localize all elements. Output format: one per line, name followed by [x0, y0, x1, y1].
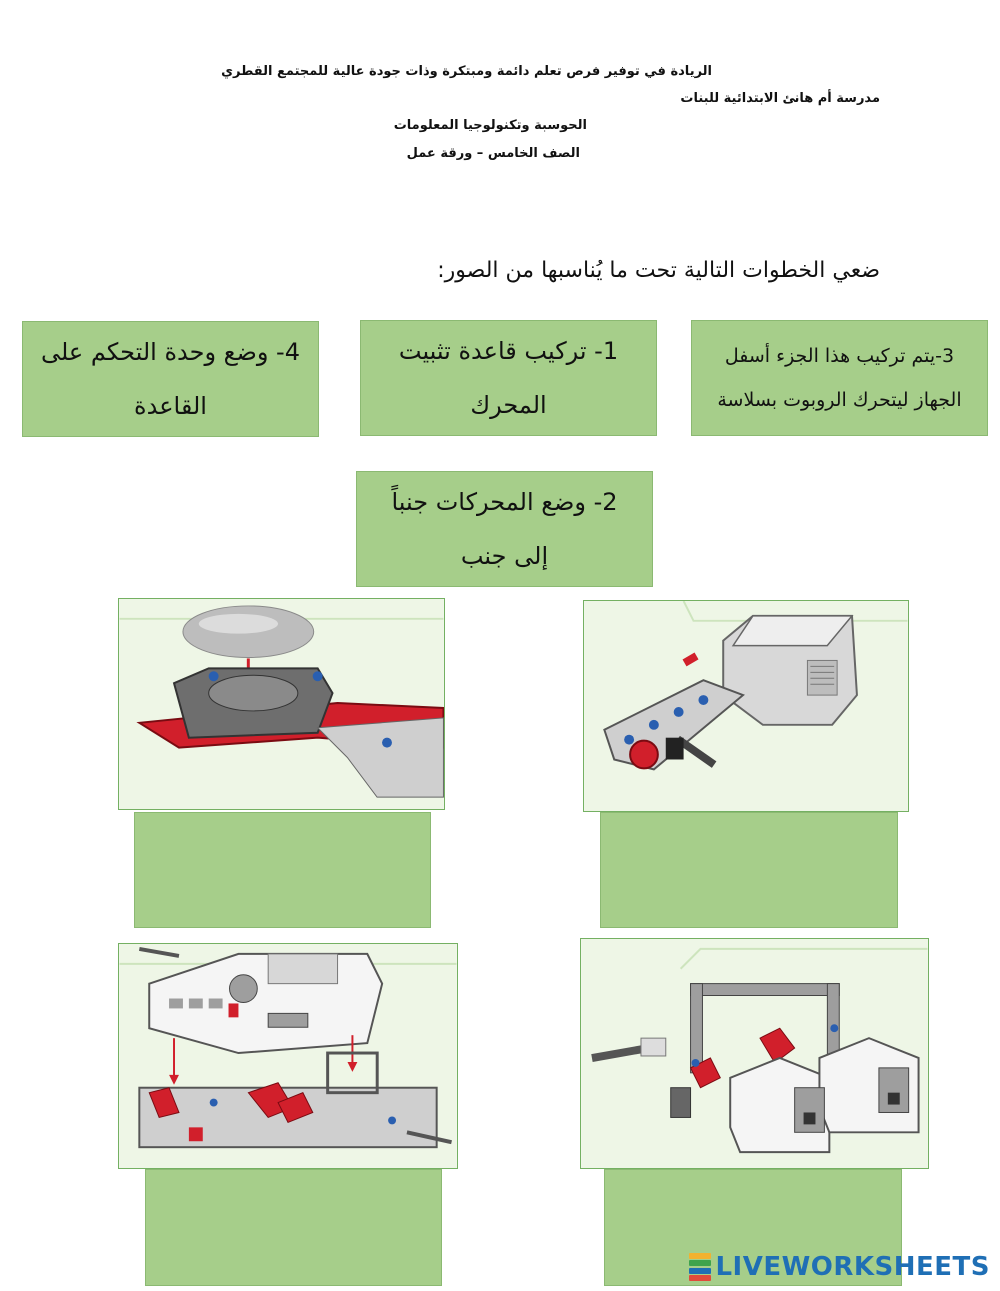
brick-on-base-illustration	[118, 943, 458, 1169]
step-1-card[interactable]: 1- تركيب قاعدة تثبيت المحرك	[360, 320, 657, 436]
answer-drop-zone-4[interactable]	[145, 1169, 442, 1286]
subject-title: الحوسبة وتكنولوجيا المعلومات	[393, 118, 587, 133]
answer-drop-zone-2[interactable]	[134, 812, 431, 928]
step-2-label: 2- وضع المحركات جنباً إلى جنب	[391, 488, 618, 570]
school-name: مدرسة أم هانئ الابتدائية للبنات	[680, 91, 880, 106]
answer-drop-zone-3[interactable]	[604, 1169, 902, 1286]
step-4-label: 4- وضع وحدة التحكم على القاعدة	[40, 338, 300, 420]
school-vision: الريادة في توفير فرص تعلم دائمة ومبتكرة …	[221, 64, 712, 79]
step-3-card[interactable]: 3-يتم تركيب هذا الجزء أسفل الجهاز ليتحرك…	[691, 320, 988, 436]
liveworksheets-logo: LIVEWORKSHEETS	[689, 1252, 990, 1282]
step-2-card[interactable]: 2- وضع المحركات جنباً إلى جنب	[356, 471, 653, 587]
step-4-card[interactable]: 4- وضع وحدة التحكم على القاعدة	[22, 321, 319, 437]
caster-ball-illustration	[118, 598, 445, 810]
instruction-text: ضعي الخطوات التالية تحت ما يُناسبها من ا…	[437, 258, 880, 283]
step-1-label: 1- تركيب قاعدة تثبيت المحرك	[398, 337, 619, 419]
grade-title: الصف الخامس – ورقة عمل	[406, 146, 580, 161]
liveworksheets-wordmark: LIVEWORKSHEETS	[715, 1252, 990, 1282]
answer-drop-zone-1[interactable]	[600, 812, 898, 928]
motor-mount-illustration	[583, 600, 909, 812]
step-3-label: 3-يتم تركيب هذا الجزء أسفل الجهاز ليتحرك…	[717, 345, 962, 411]
motors-side-by-side-illustration	[580, 938, 929, 1169]
liveworksheets-icon	[689, 1253, 712, 1281]
